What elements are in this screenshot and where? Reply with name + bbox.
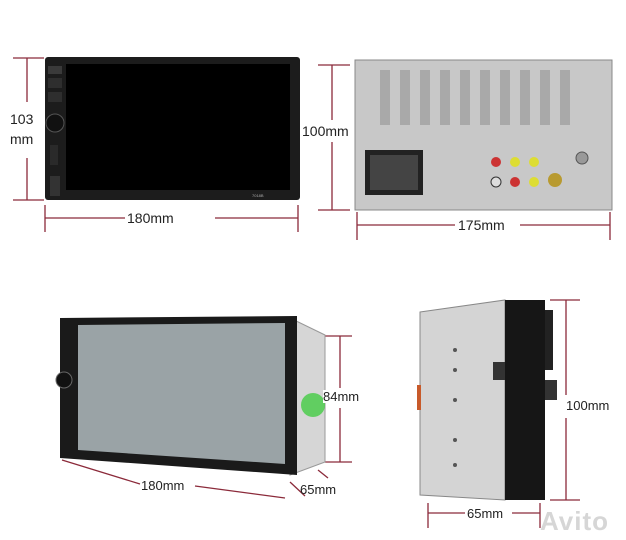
dimension-lines	[13, 57, 611, 528]
front-width-label: 180mm	[127, 210, 174, 226]
angled-width-label: 180mm	[141, 478, 185, 493]
rear-width-label: 175mm	[458, 217, 505, 233]
angled-view-unit	[55, 316, 326, 476]
front-height-value: 103	[10, 111, 34, 127]
front-height-unit: mm	[10, 131, 34, 147]
rear-view-unit	[354, 59, 613, 211]
avito-watermark: Avito	[540, 506, 610, 536]
angled-height-label: 84mm	[323, 389, 360, 404]
side-depth-label: 65mm	[467, 506, 504, 521]
model-text: 7018B	[252, 193, 264, 198]
rear-height-label: 100mm	[302, 123, 349, 139]
front-view-unit	[45, 57, 300, 200]
side-view-unit	[417, 299, 557, 501]
angled-depth-label: 65mm	[300, 482, 337, 497]
side-height-label: 100mm	[566, 398, 610, 413]
